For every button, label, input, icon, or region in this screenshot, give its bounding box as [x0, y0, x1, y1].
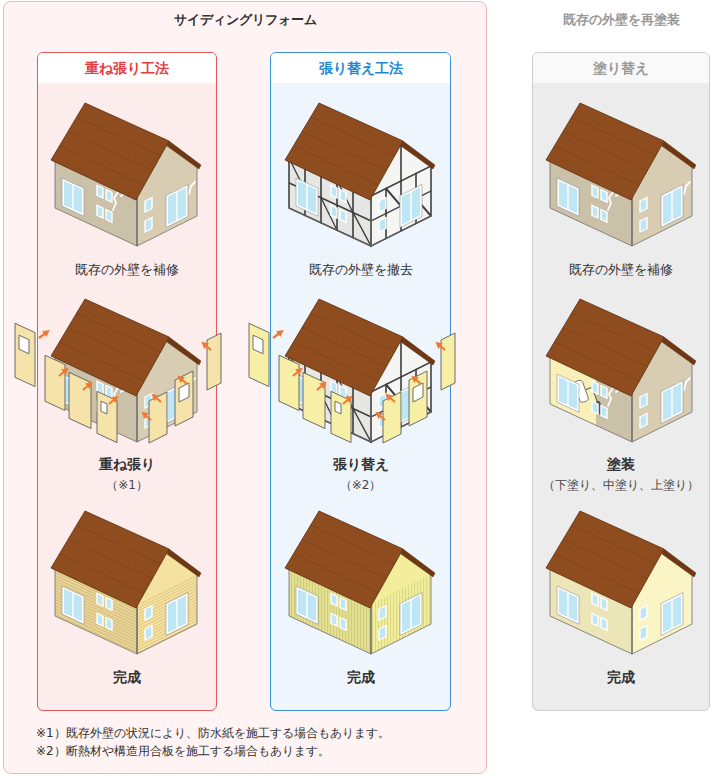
method-header: 重ね張り工法 [85, 53, 169, 83]
step-caption: 既存の外壁を補修 [569, 261, 673, 279]
text-holder: 既存の外壁を再塗装 [533, 10, 709, 29]
footnote-ref: （※1） [106, 476, 148, 494]
text-holder: （下塗り、中塗り、上塗り） [533, 475, 709, 494]
footnote: ※1）既存外壁の状況により、防水紙を施工する場合もあります。 [36, 725, 390, 742]
text-holder: 張り替え [271, 455, 450, 473]
panel-title: サイディングリフォーム [174, 11, 317, 29]
text-holder: （※2） [271, 475, 450, 494]
method-box: 張り替え工法既存の外壁を撤去張り替え （※2） 完成 [270, 52, 451, 711]
text-holder: 重ね張り [38, 455, 216, 473]
step-caption: 完成 [113, 668, 141, 686]
footnote-ref: （下塗り、中塗り、上塗り） [543, 476, 699, 494]
method-box: 重ね張り工法既存の外壁を補修重ね張り （※1） 完成 [37, 52, 217, 711]
step-caption: 完成 [607, 668, 635, 686]
step-caption: 既存の外壁を補修 [75, 261, 179, 279]
repaint-box: 既存の外壁を再塗装塗り替え既存の外壁を補修塗装（下塗り、中塗り、上塗り）完成 [532, 52, 710, 711]
text-holder: 既存の外壁を補修 [38, 260, 216, 279]
step-caption: 張り替え [333, 455, 389, 473]
step-caption: 既存の外壁を撤去 [309, 261, 413, 279]
text-holder: 塗り替え [533, 53, 709, 83]
footnote: ※2）断熱材や構造用合板を施工する場合もあります。 [36, 743, 330, 760]
text-holder: 完成 [533, 668, 709, 686]
text-holder: （※1） [38, 475, 216, 494]
text-holder: 既存の外壁を補修 [533, 260, 709, 279]
text-holder: 重ね張り工法 [38, 53, 216, 83]
text-holder: 塗装 [533, 455, 709, 473]
text-holder: 完成 [38, 668, 216, 686]
step-caption: 重ね張り [99, 455, 155, 473]
step-caption: 塗装 [607, 455, 635, 473]
text-holder: サイディングリフォーム [4, 10, 486, 29]
text-holder: 張り替え工法 [271, 53, 450, 83]
method-header: 塗り替え [593, 53, 649, 83]
text-holder: 既存の外壁を撤去 [271, 260, 450, 279]
text-holder: ※2）断熱材や構造用合板を施工する場合もあります。 [36, 740, 481, 760]
text-holder: ※1）既存外壁の状況により、防水紙を施工する場合もあります。 [36, 722, 481, 742]
reform-panel: サイディングリフォーム重ね張り工法既存の外壁を補修重ね張り（※1）完成張り替え工… [3, 1, 487, 774]
text-holder: 完成 [271, 668, 450, 686]
step-caption: 完成 [347, 668, 375, 686]
footnote-ref: （※2） [340, 476, 382, 494]
method-header: 張り替え工法 [319, 53, 403, 83]
panel-title: 既存の外壁を再塗装 [563, 11, 680, 29]
